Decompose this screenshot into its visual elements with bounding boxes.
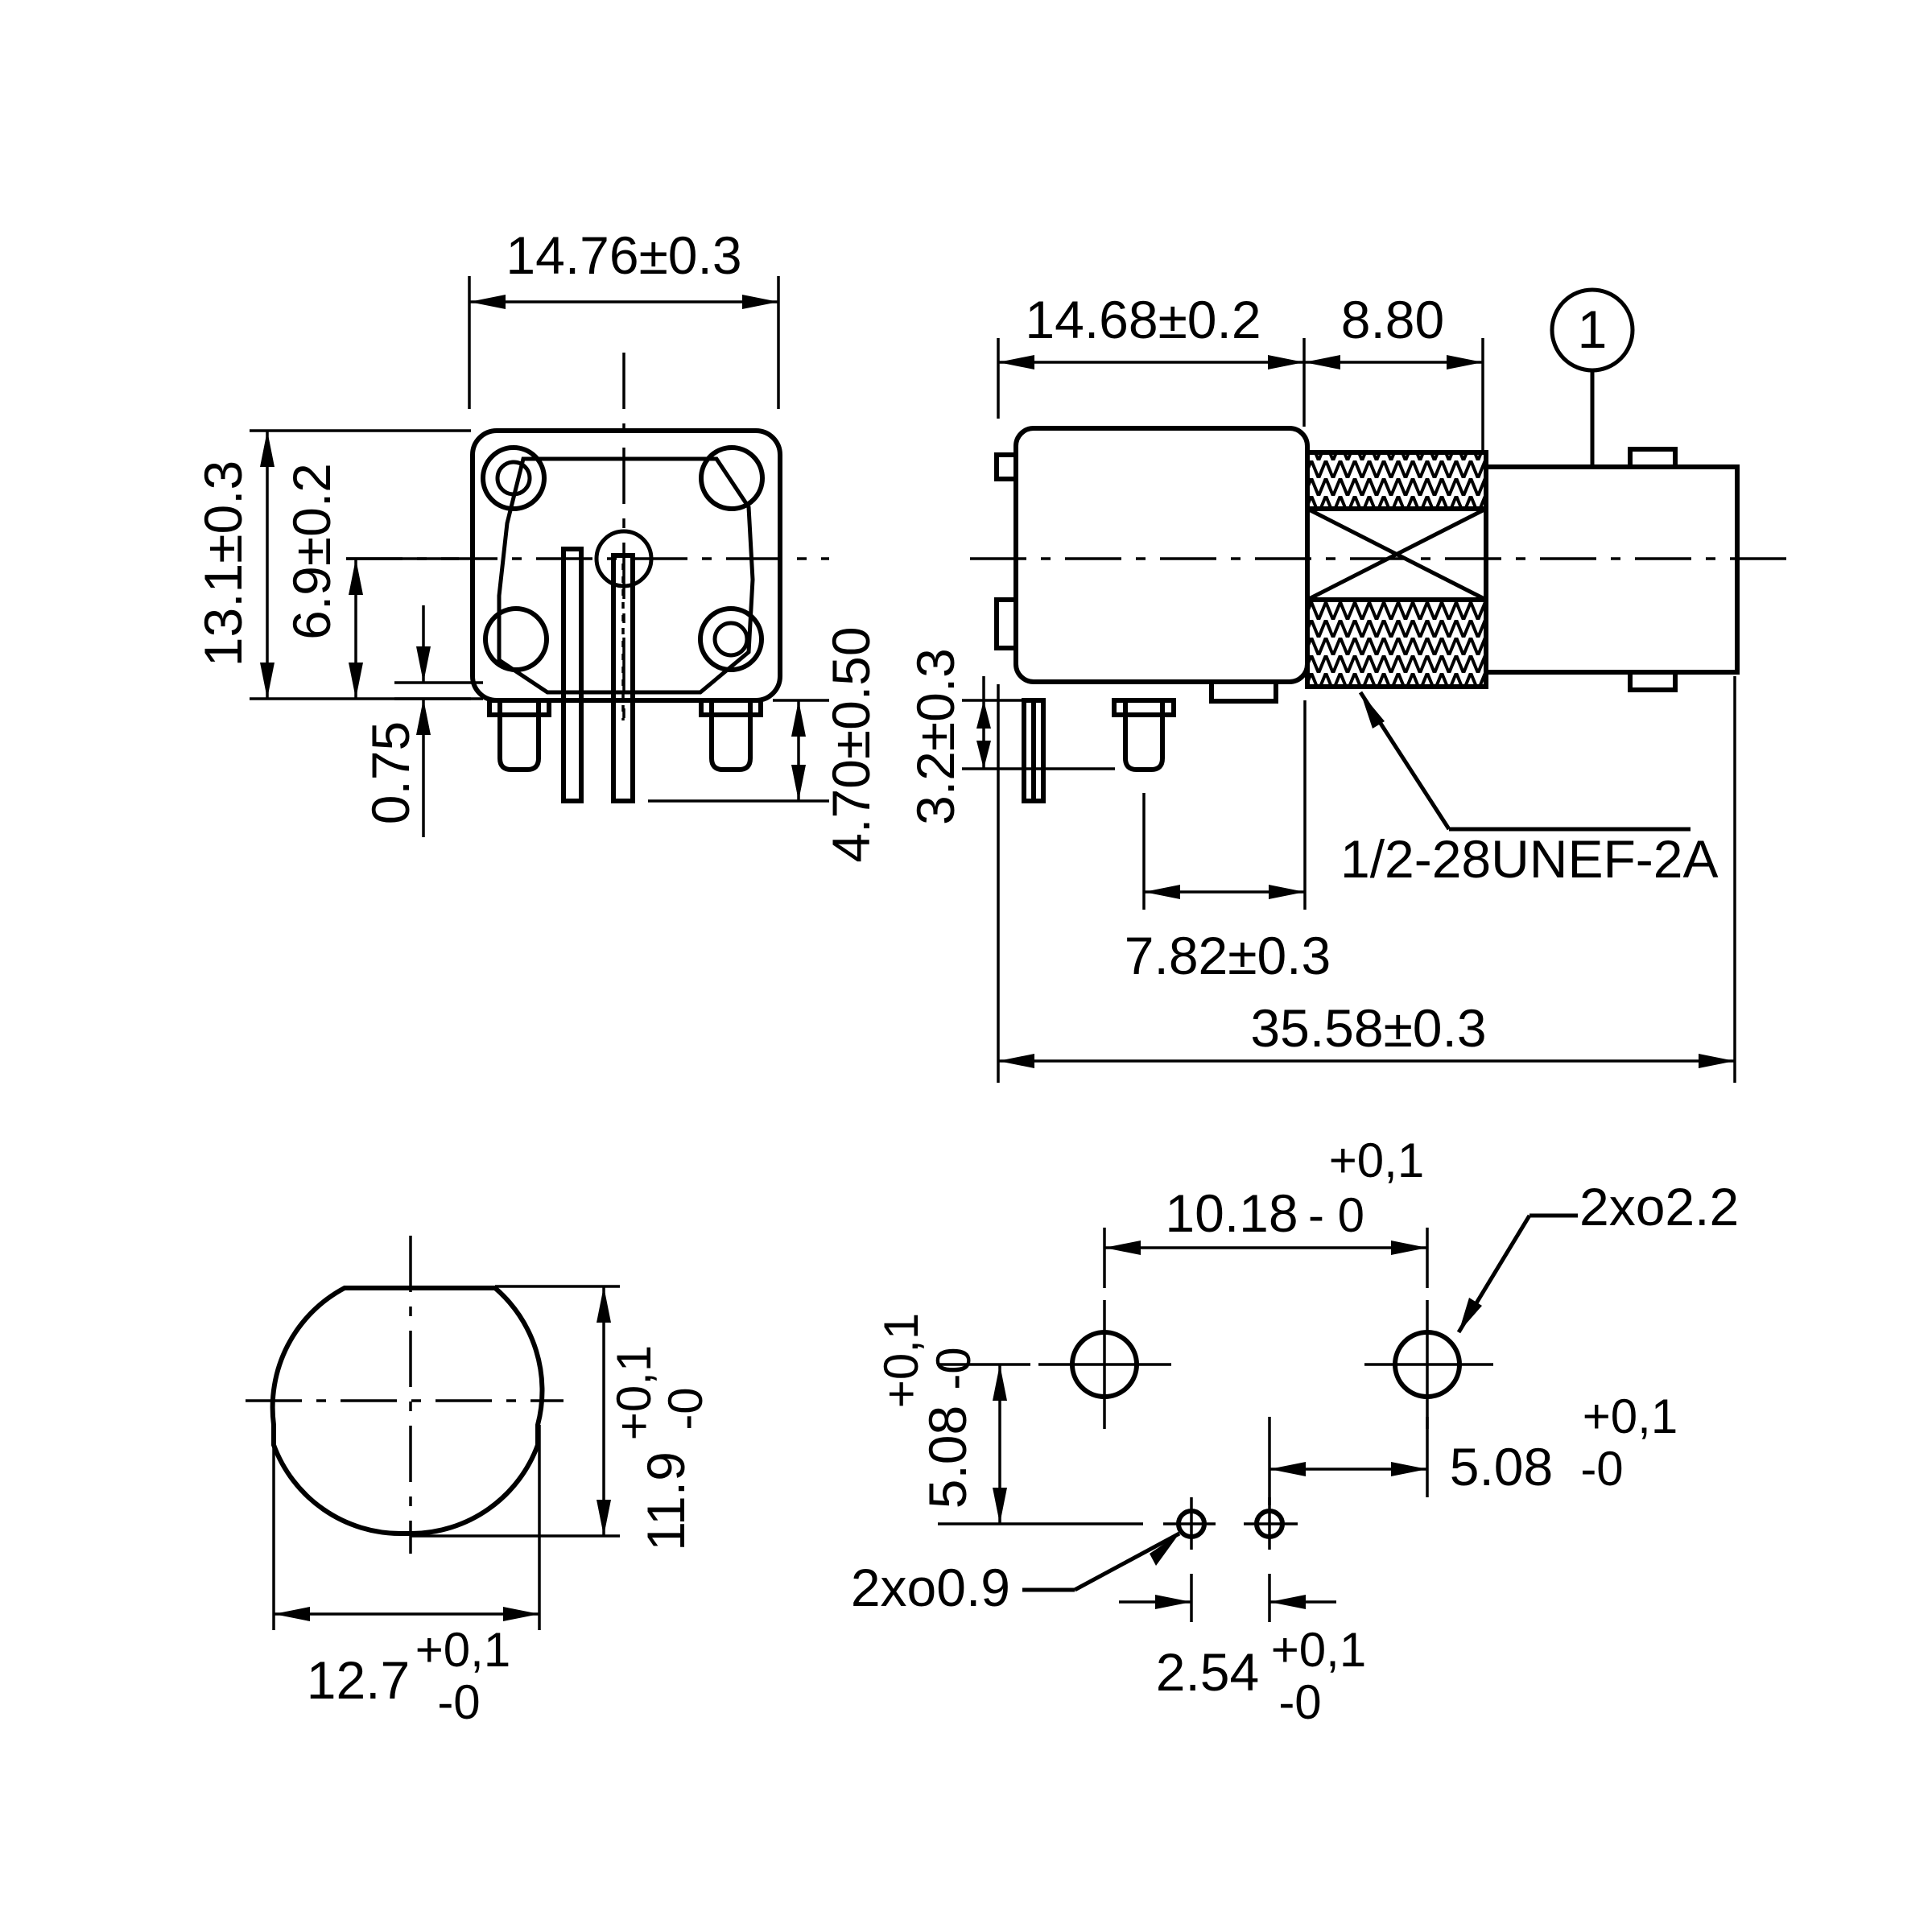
side-pin-right [1123, 700, 1165, 772]
front-center-height-dim: 6.9±0.2 [282, 463, 341, 640]
side-thread-bottom [1305, 597, 1488, 689]
front-inner-contour [497, 456, 755, 695]
front-pin-length-dim: 4.70±0.50 [821, 626, 881, 862]
pcb-large-hole-label: 2xo2.2 [1579, 1177, 1739, 1236]
pcb-horizontal-tol-plus: +0,1 [1583, 1389, 1678, 1443]
end-width-nominal: 12.7 [307, 1650, 410, 1710]
pcb-small-hole-label: 2xo0.9 [851, 1558, 1010, 1617]
side-body-length-dim: 14.68±0.2 [1025, 290, 1261, 349]
pcb-spacing-tol-plus: +0,1 [1329, 1133, 1424, 1187]
end-flatted-circle [270, 1286, 545, 1537]
side-tab-bottom [994, 597, 1018, 650]
front-hole-top-right [699, 445, 765, 511]
front-hole-bottom-left [483, 606, 549, 672]
pcb-layout: 10.18 +0,1 - 0 2xo2.2 5.08 +0,1 -0 5.08 … [851, 1133, 1739, 1729]
side-tab-top [994, 452, 1018, 481]
front-view: 14.76±0.3 13.1±0.3 6.9±0.2 0.75 4.70±0.5… [193, 225, 881, 863]
end-view: 11.9 +0,1 -0 12.7 +0,1 -0 [246, 1236, 712, 1729]
side-bottom-pad [1209, 679, 1278, 704]
end-width-tol-plus: +0,1 [415, 1623, 510, 1677]
side-thread-length-dim: 8.80 [1341, 290, 1444, 349]
side-pin-right-shoulder [1112, 698, 1176, 717]
side-pin-to-thread-dim: 7.82±0.3 [1125, 926, 1331, 985]
side-barrel [1484, 464, 1740, 675]
front-hole-top-left [481, 445, 547, 511]
front-height-dim: 13.1±0.3 [193, 460, 253, 667]
pcb-pitch-tol-plus: +0,1 [1271, 1623, 1366, 1677]
front-hole-bottom-right-inner [712, 621, 749, 658]
end-height-tol-plus: +0,1 [607, 1345, 661, 1440]
side-overall-length-dim: 35.58±0.3 [1250, 998, 1486, 1058]
side-bayonet-top [1628, 447, 1678, 469]
pcb-vertical-tol-plus: +0,1 [874, 1313, 928, 1408]
callout-number: 1 [1578, 299, 1608, 359]
side-thread-spec: 1/2-28UNEF-2A [1340, 829, 1719, 889]
pcb-vertical-nominal: 5.08 [918, 1406, 977, 1509]
end-height-nominal: 11.9 [636, 1451, 696, 1551]
pcb-spacing-nominal: 10.18 [1165, 1183, 1298, 1243]
front-pin-left [497, 700, 541, 772]
side-view: 1 14.68±0.2 8.80 3.2±0.3 1/2-28UNEF-2A 7… [906, 287, 1787, 1083]
front-pin-right [709, 700, 753, 772]
front-pin-left-shoulder [487, 698, 551, 717]
pcb-pitch-tol-minus: -0 [1278, 1675, 1321, 1729]
side-bayonet-bottom [1628, 670, 1678, 692]
front-body-outline [470, 428, 782, 703]
pcb-vertical-tol-minus: -0 [927, 1347, 980, 1389]
front-hole-bottom-right [698, 606, 764, 672]
pcb-pitch-nominal: 2.54 [1156, 1642, 1259, 1702]
front-offset-dim: 0.75 [361, 721, 420, 824]
pcb-spacing-tol-minus: - 0 [1308, 1188, 1364, 1242]
pcb-horizontal-tol-minus: -0 [1580, 1442, 1623, 1496]
front-ground-tab [561, 547, 584, 803]
front-pin-right-shoulder [699, 698, 763, 717]
end-width-tol-minus: -0 [437, 1675, 480, 1729]
end-height-tol-minus: -0 [658, 1387, 712, 1430]
side-thread-top [1305, 450, 1488, 511]
side-pin-height-dim: 3.2±0.3 [906, 648, 965, 825]
front-width-dim: 14.76±0.3 [506, 225, 741, 285]
pcb-horizontal-nominal: 5.08 [1450, 1437, 1553, 1496]
side-body [1013, 426, 1310, 684]
front-hole-top-left-inner [495, 460, 532, 497]
